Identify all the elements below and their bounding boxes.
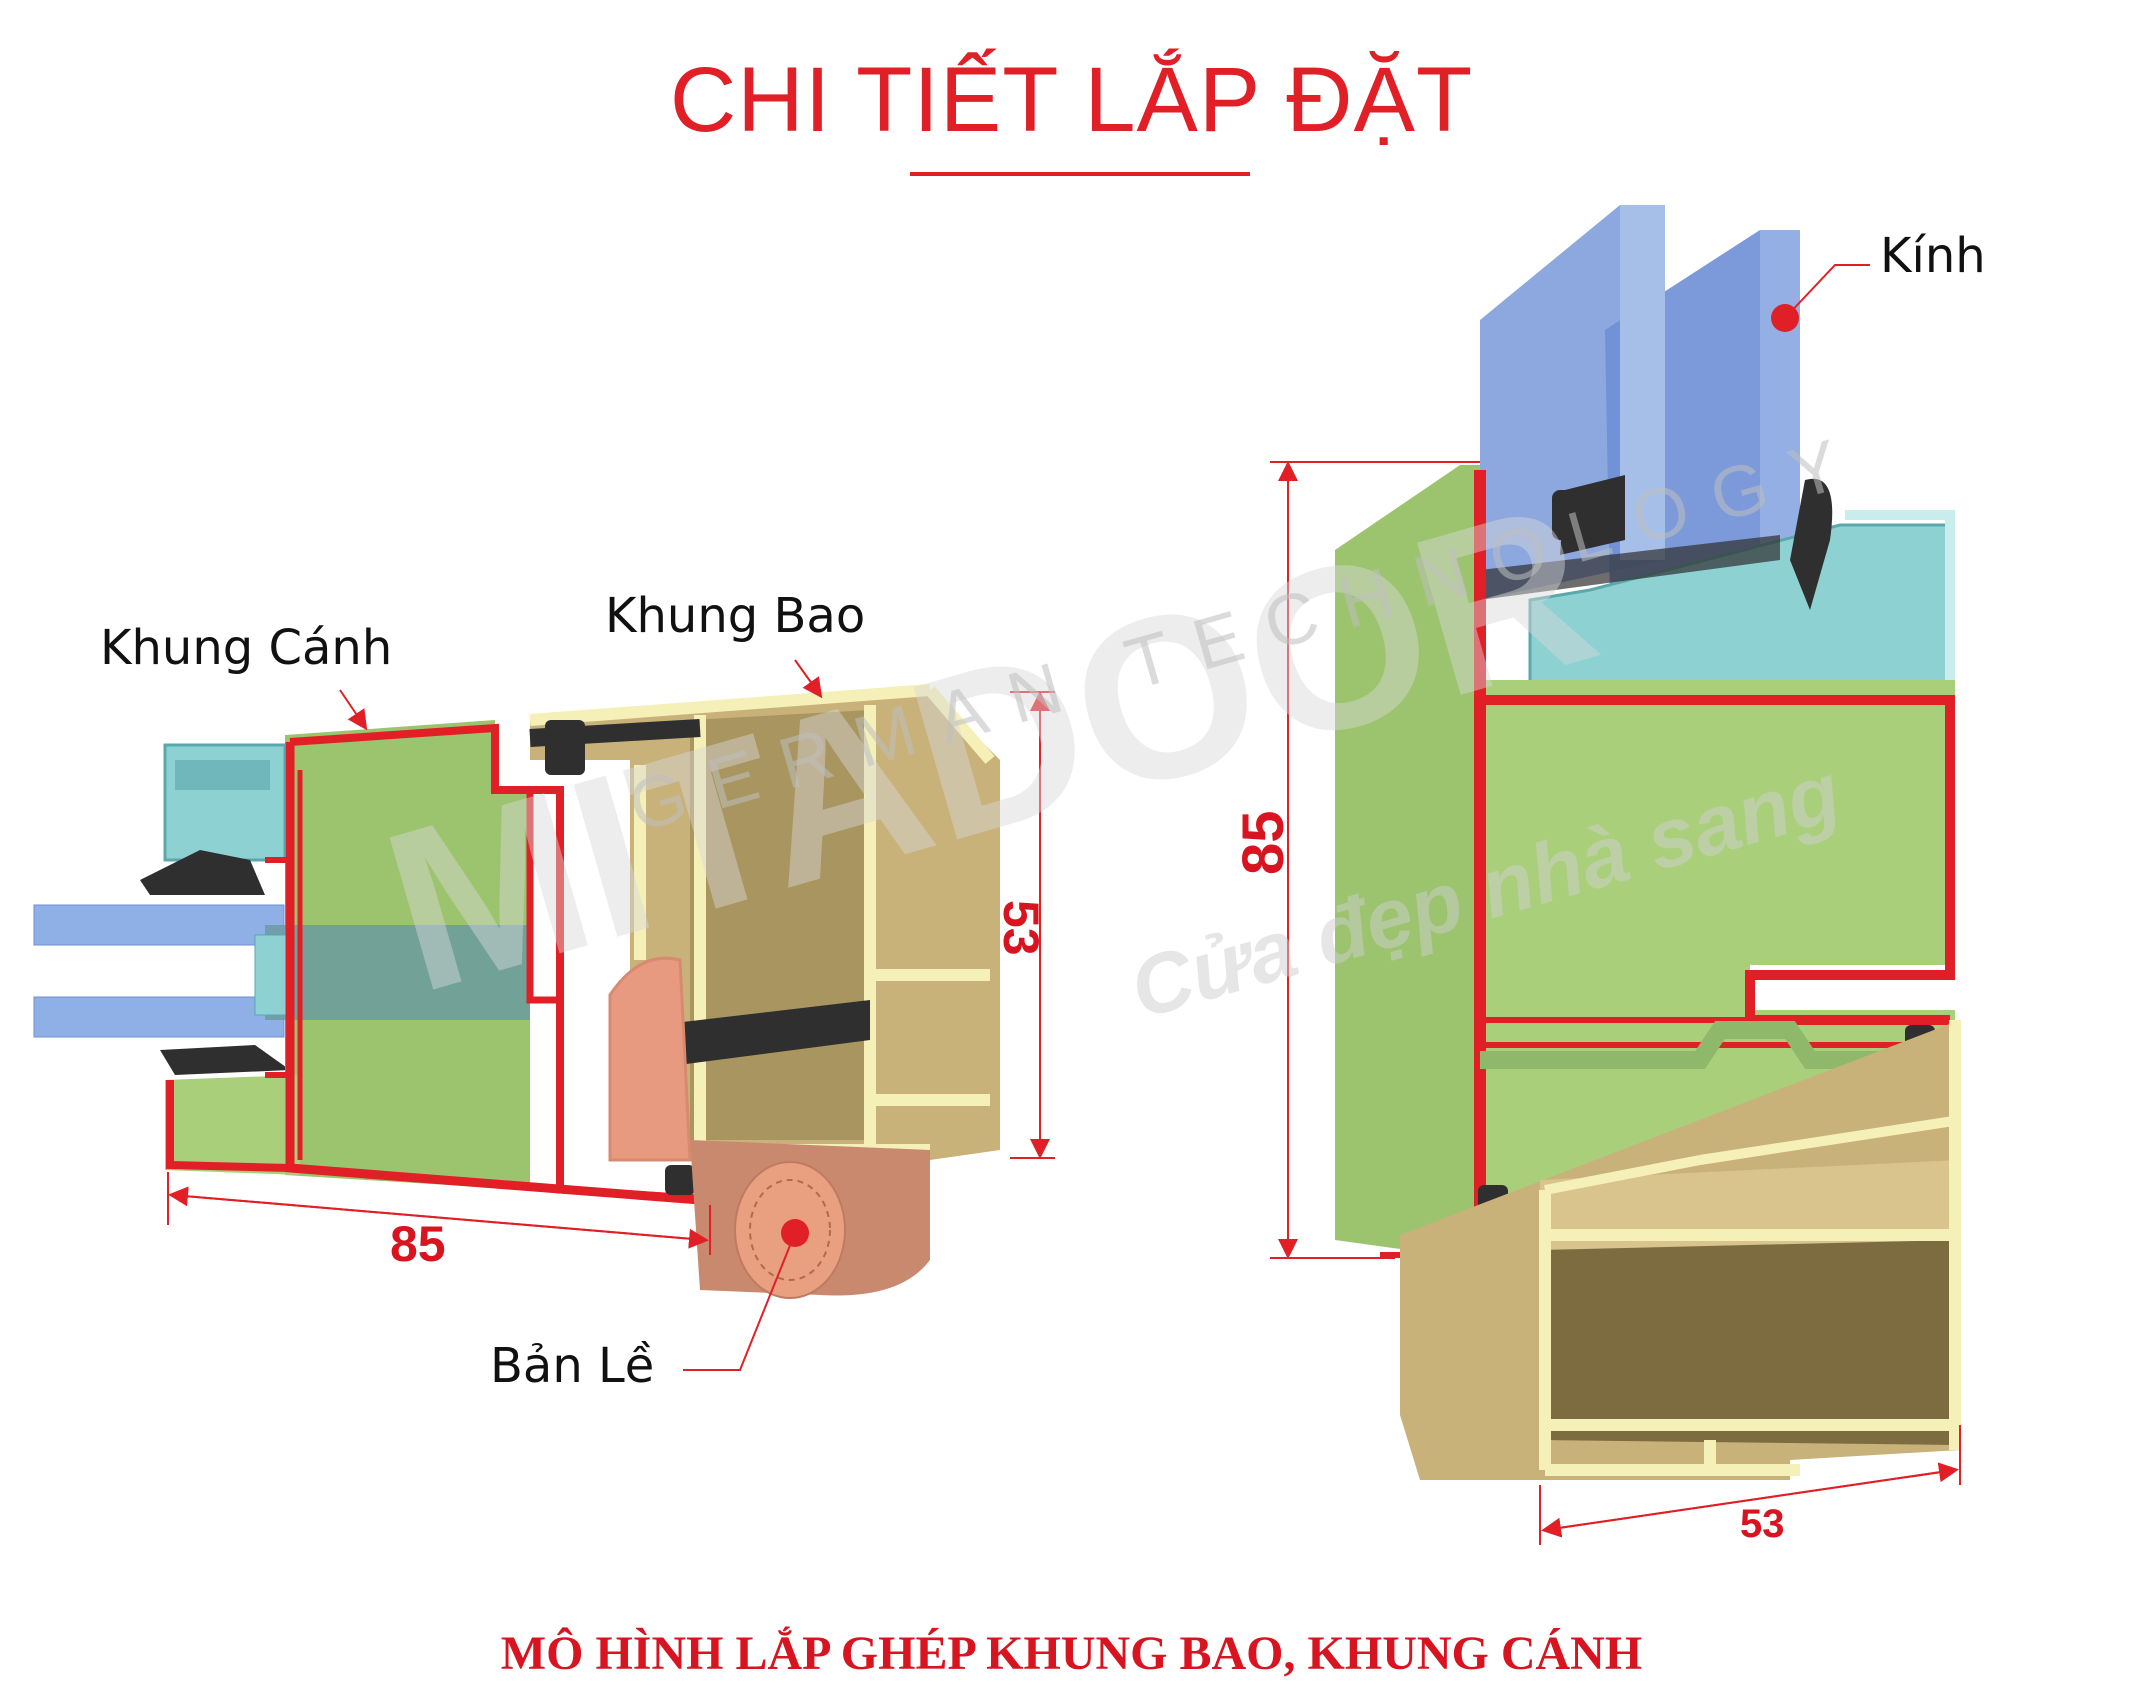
sash-glass-spacer xyxy=(265,925,530,1020)
left-glass-pane-bottom xyxy=(33,996,285,1038)
label-kinh: Kính xyxy=(1880,228,1986,284)
glass-marker-dot xyxy=(1771,304,1799,332)
title-underline xyxy=(910,172,1250,176)
right-sash-face xyxy=(1335,465,1480,1260)
frame-gasket-top xyxy=(545,720,585,775)
dimension-left-height: 53 xyxy=(993,900,1049,956)
figure-caption: MÔ HÌNH LẮP GHÉP KHUNG BAO, KHUNG CÁNH xyxy=(500,1627,1643,1680)
left-gasket-bottom xyxy=(160,1045,290,1075)
label-khung-canh: Khung Cánh xyxy=(100,620,393,676)
hinge-plate xyxy=(608,956,692,1162)
right-assembly xyxy=(1270,205,1961,1545)
left-gasket-top xyxy=(140,850,265,895)
frame-gasket-bottom xyxy=(665,1165,695,1195)
label-khung-bao: Khung Bao xyxy=(605,588,866,644)
left-assembly xyxy=(33,659,1055,1371)
page-title: CHI TIẾT LẮP ĐẶT xyxy=(669,49,1474,151)
right-gasket-bead xyxy=(1790,478,1833,610)
label-ban-le: Bản Lề xyxy=(490,1338,655,1394)
left-glass-pane-top xyxy=(33,904,285,946)
dimension-right-height: 85 xyxy=(1231,810,1296,875)
dimension-left-width: 85 xyxy=(390,1216,446,1272)
dimension-right-width: 53 xyxy=(1740,1502,1785,1546)
